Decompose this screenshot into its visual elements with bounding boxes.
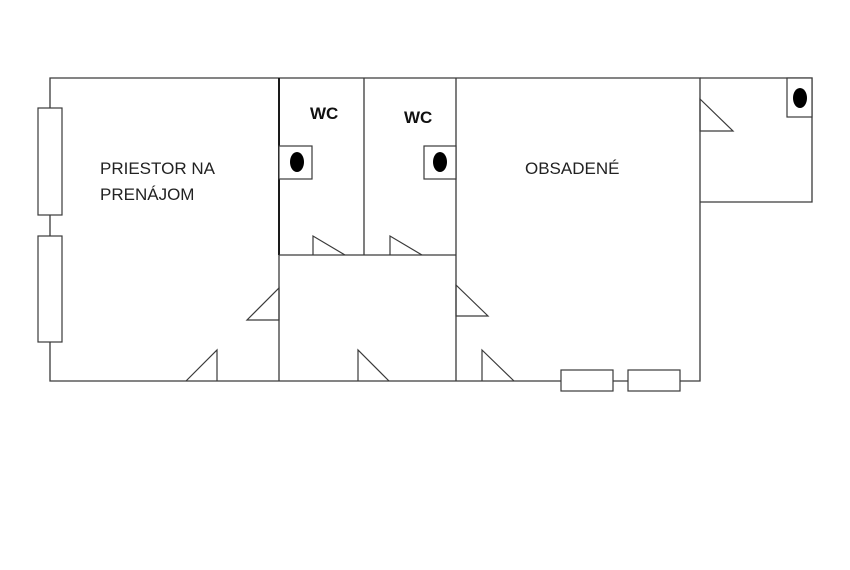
window-icon [37,235,63,343]
toilet-icon [793,88,807,108]
toilets [278,77,813,180]
door-swing-icon [699,97,735,132]
rental-space-label-line2: PRENÁJOM [100,185,194,204]
door-swing-icon [357,348,390,382]
window-icon [37,107,63,216]
window-icon [627,369,681,392]
window-icon [560,369,614,392]
windows [37,107,681,392]
door-swing-icon [455,283,490,317]
occupied-label: OBSADENÉ [525,159,619,178]
door-swing-icon [312,234,346,256]
door-swing-icon [389,234,423,256]
toilet-icon [433,152,447,172]
room-labels: PRIESTOR NA PRENÁJOM WC WC OBSADENÉ [100,104,619,204]
door-swing-icon [481,348,515,382]
outer-wall [49,77,701,382]
wc-left-label: WC [310,104,338,123]
doors [185,97,735,382]
wc-right-label: WC [404,108,432,127]
small-room-wall [700,77,813,203]
door-swing-icon [185,348,218,382]
toilet-icon [290,152,304,172]
rental-space-label-line1: PRIESTOR NA [100,159,216,178]
door-swing-icon [245,286,280,321]
